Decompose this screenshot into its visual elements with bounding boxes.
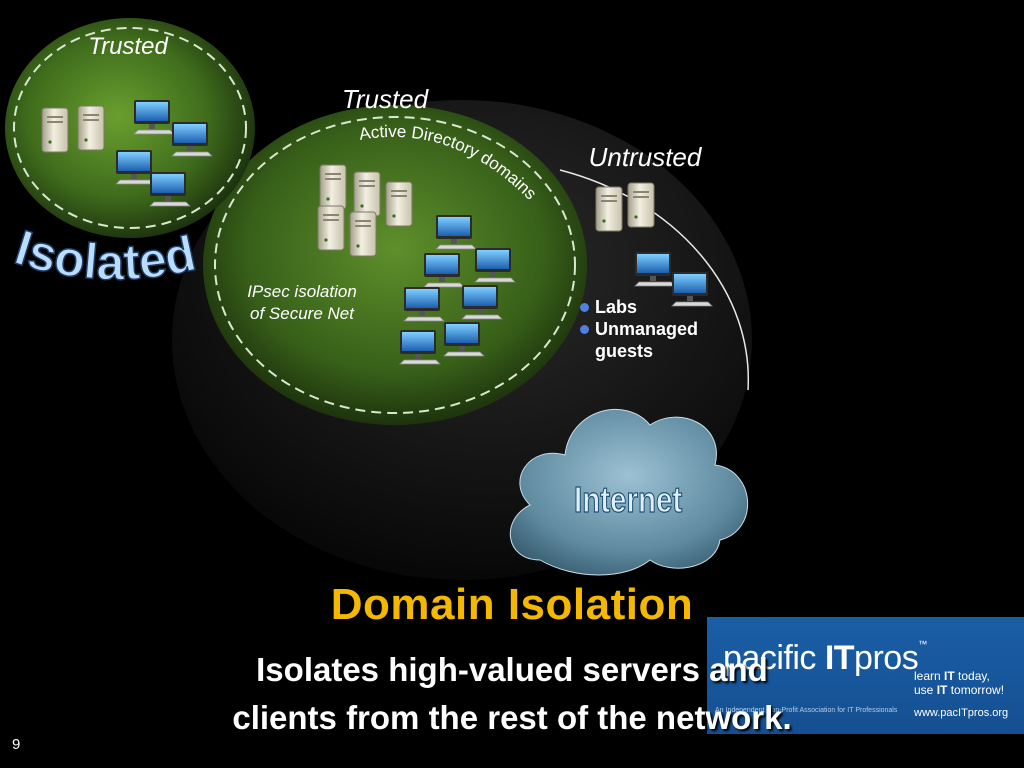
logo-word-it: IT [824,639,855,677]
tagline-bold: IT [944,669,955,683]
tagline-text: use [914,683,937,697]
logo-trademark: ™ [918,639,927,649]
untrusted-region-outline [559,169,750,391]
bullet-dot [580,325,589,334]
trusted-large-label: Trusted [342,84,430,114]
tagline-text: today, [954,669,990,683]
trusted-small-label: Trusted [88,33,168,60]
pacific-it-pros-logo: pacific ITpros™ learn IT today, use IT t… [707,617,1024,734]
server-icon [627,182,655,228]
trusted-domain-region [203,105,587,425]
slide-title: Domain Isolation [330,580,694,629]
server-icon [349,211,377,257]
bullet-dot [580,303,589,312]
untrusted-bullet-list: Labs Unmanaged guests [580,296,735,362]
ipsec-label-line1: IPsec isolation [247,282,357,301]
server-icon [385,181,413,227]
logo-tagline: learn IT today, use IT tomorrow! [914,669,1004,697]
server-icon [595,186,623,232]
tagline-bold: IT [936,683,948,697]
bullet-item: Labs [580,296,735,318]
subtitle-line: Isolates high-valued servers and [256,651,768,688]
tagline-text: learn [914,669,945,683]
untrusted-label: Untrusted [589,142,703,172]
slide-subtitle: Isolates high-valued servers and clients… [150,646,874,742]
trusted-domain-dashed-border [214,116,576,414]
logo-small-text: An Independent Non-Profit Association fo… [715,707,898,714]
logo-word-pacific: pacific [723,639,816,677]
subtitle-line: clients from the rest of the network. [232,699,792,736]
bullet-text: Unmanaged guests [595,319,699,361]
slide-number: 9 [12,736,21,753]
logo-wordmark: pacific ITpros™ [723,639,927,678]
bullet-item: Unmanaged guests [580,318,735,362]
tagline-text: tomorrow! [947,683,1005,697]
server-icon [353,171,381,217]
server-icon [317,205,345,251]
bullet-text: Labs [595,297,638,317]
server-icon [41,107,69,153]
ipsec-label-line2: of Secure Net [250,304,355,323]
server-icon [77,105,105,151]
isolated-dashed-border [13,27,247,229]
cloud-icon [509,408,748,576]
logo-url: www.pacITpros.org [914,707,1009,719]
isolated-region [5,18,255,238]
server-icon [319,164,347,210]
logo-word-pros: pros [854,639,919,677]
internet-label: Internet [574,479,682,519]
